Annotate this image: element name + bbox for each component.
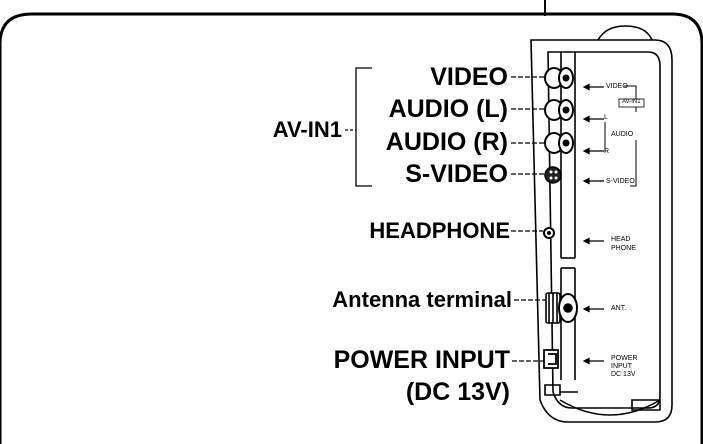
panel-arrows bbox=[582, 83, 604, 365]
panel-s-video-label: S-VIDEO bbox=[606, 178, 635, 185]
av-in-box bbox=[618, 98, 645, 108]
panel-phone-label: PHONE bbox=[611, 245, 636, 252]
panel-audio-label: AUDIO bbox=[611, 131, 634, 138]
power-input-voltage-label: (DC 13V) bbox=[405, 378, 510, 406]
audio-r-jack bbox=[544, 132, 574, 154]
headphone-label: HEADPHONE bbox=[369, 218, 510, 243]
panel-l-label: L bbox=[604, 114, 608, 121]
antenna-connector bbox=[545, 292, 578, 324]
panel-power-label: POWER bbox=[611, 355, 638, 362]
panel-r-label: R bbox=[604, 148, 610, 155]
video-label: VIDEO bbox=[430, 63, 508, 91]
av-in1-bracket bbox=[345, 67, 372, 187]
panel-video-label: VIDEO bbox=[606, 83, 628, 90]
s-video-label: S-VIDEO bbox=[405, 160, 508, 188]
frame-border bbox=[0, 12, 703, 444]
panel-input-label: INPUT bbox=[611, 363, 632, 370]
audio-l-label: AUDIO (L) bbox=[388, 95, 508, 123]
device-body bbox=[530, 25, 673, 423]
power-input-jack bbox=[543, 349, 559, 369]
video-jack bbox=[544, 67, 574, 89]
headphone-jack bbox=[543, 227, 555, 239]
audio-r-label: AUDIO (R) bbox=[385, 128, 508, 156]
audio-l-jack bbox=[544, 99, 574, 121]
antenna-terminal-label: Antenna terminal bbox=[332, 287, 512, 312]
panel-av-in-label: AV-IN1 bbox=[622, 99, 641, 105]
panel-head-label: HEAD bbox=[611, 236, 631, 243]
av-in1-label: AV-IN1 bbox=[272, 117, 342, 142]
panel-dc-label: DC 13V bbox=[611, 371, 636, 378]
power-input-label: POWER INPUT bbox=[333, 346, 510, 374]
panel-ant-label: ANT. bbox=[611, 305, 627, 312]
s-video-jack bbox=[544, 166, 562, 184]
callout-leaders bbox=[511, 76, 546, 362]
